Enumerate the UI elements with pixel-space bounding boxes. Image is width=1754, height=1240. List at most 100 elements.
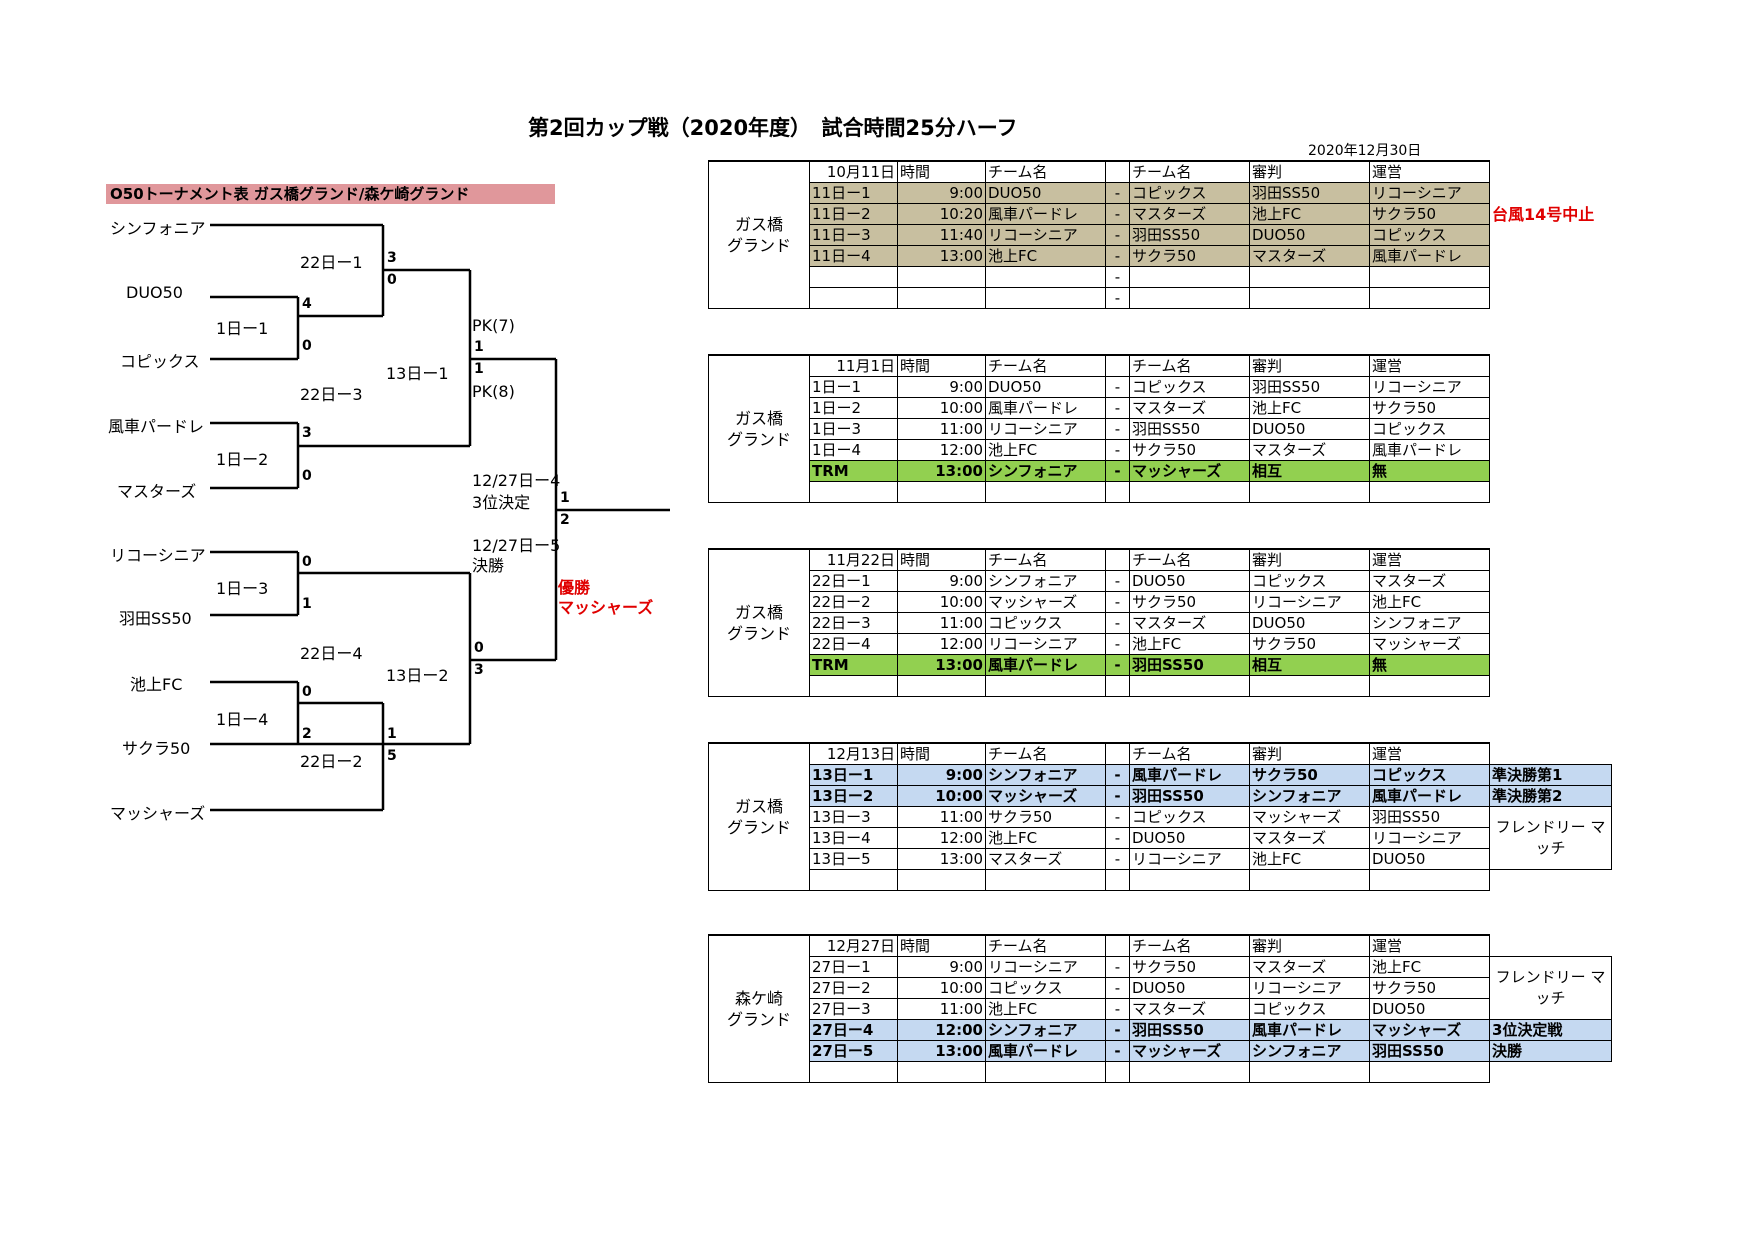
cell-team2: 羽田SS50 [1129, 418, 1250, 440]
cell-team1: 風車パードレ [985, 654, 1106, 676]
tournament-bracket [210, 223, 670, 812]
blank-cell [1490, 161, 1610, 183]
cell-time: 10:00 [897, 785, 986, 807]
column-header [1105, 742, 1130, 765]
column-header: 審判 [1249, 934, 1370, 957]
cell-team1 [985, 675, 1106, 697]
cell-dash [1105, 869, 1130, 891]
cell-team2: DUO50 [1129, 570, 1250, 592]
cell-team2 [1129, 869, 1250, 891]
cell-team1: DUO50 [985, 376, 1106, 398]
cell-time: 13:00 [897, 848, 986, 870]
cell-time: 12:00 [897, 439, 986, 461]
team-duo50: DUO50 [126, 283, 183, 302]
cell-team1: 風車パードレ [985, 203, 1106, 225]
cell-ref: DUO50 [1249, 612, 1370, 634]
blank-cell [1490, 935, 1612, 957]
cell-time [897, 481, 986, 503]
cell-op: 無 [1369, 654, 1490, 676]
column-header: 審判 [1249, 548, 1370, 571]
cell-time: 11:00 [897, 418, 986, 440]
cell-op: DUO50 [1369, 998, 1490, 1020]
cell-id: 1日ー1 [809, 376, 898, 398]
cell-op [1369, 869, 1490, 891]
cell-team1: リコーシニア [985, 224, 1106, 246]
column-header [1105, 934, 1130, 957]
column-header: 時間 [897, 934, 986, 957]
cell-team2: サクラ50 [1129, 439, 1250, 461]
score: 0 [302, 338, 312, 354]
cell-ref: 風車パードレ [1249, 1019, 1370, 1041]
table-row [709, 869, 1612, 891]
cell-op [1369, 266, 1490, 288]
cell-dash: - [1105, 848, 1130, 870]
cell-op [1369, 481, 1490, 503]
cell-dash: - [1105, 612, 1130, 634]
champion-label: 優勝 [558, 578, 591, 597]
cell-time [897, 869, 986, 891]
cell-team1: DUO50 [985, 182, 1106, 204]
cell-team2: コピックス [1129, 806, 1250, 828]
cell-id: 11日ー3 [809, 224, 898, 246]
friendly-match-note: フレンドリー マッチ [1489, 806, 1612, 870]
cell-id: 1日ー4 [809, 439, 898, 461]
cell-id: 11日ー4 [809, 245, 898, 267]
team-haneda-ss50: 羽田SS50 [119, 609, 192, 628]
cell-time: 10:00 [897, 397, 986, 419]
cell-op: サクラ50 [1369, 203, 1490, 225]
cell-ref: サクラ50 [1249, 633, 1370, 655]
cell-ref: DUO50 [1249, 418, 1370, 440]
label-third-place: 3位決定 [472, 493, 531, 512]
cell-ref [1249, 869, 1370, 891]
label-13-1: 13日ー1 [386, 364, 449, 383]
cell-dash: - [1105, 182, 1130, 204]
cell-id: 27日ー2 [809, 977, 898, 999]
page-title: 第2回カップ戦（2020年度） 試合時間25分ハーフ [528, 116, 1018, 140]
cell-dash: - [1105, 376, 1130, 398]
champion-team: マッシャーズ [558, 598, 654, 617]
cell-team1: コピックス [985, 977, 1106, 999]
cell-ref: 羽田SS50 [1249, 376, 1370, 398]
label-22-3: 22日ー3 [300, 385, 363, 404]
score: 0 [302, 468, 312, 484]
cell-id: 27日ー1 [809, 956, 898, 978]
cell-ref [1249, 1061, 1370, 1083]
cell-time: 10:00 [897, 977, 986, 999]
cell-dash: - [1105, 764, 1130, 786]
table-row [709, 481, 1490, 503]
cell-team2: DUO50 [1129, 827, 1250, 849]
score: 0 [387, 272, 397, 288]
column-header: チーム名 [985, 934, 1106, 957]
cell-team2: 羽田SS50 [1129, 1019, 1250, 1041]
venue-cell: ガス橋 グランド [708, 742, 810, 891]
cell-ref: マッシャーズ [1249, 806, 1370, 828]
column-header [1105, 354, 1130, 377]
cell-op: シンフォニア [1369, 612, 1490, 634]
cell-time [897, 287, 986, 309]
cell-id [809, 481, 898, 503]
cell-ref: 相互 [1249, 654, 1370, 676]
cell-id: 22日ー3 [809, 612, 898, 634]
cell-ref [1249, 266, 1370, 288]
column-header [1105, 548, 1130, 571]
venue-cell: 森ケ崎 グランド [708, 934, 810, 1083]
cell-id [809, 1061, 898, 1083]
cell-team2: サクラ50 [1129, 591, 1250, 613]
cell-team2: コピックス [1129, 376, 1250, 398]
column-header: 運営 [1369, 354, 1490, 377]
cell-dash: - [1105, 633, 1130, 655]
cell-ref: 羽田SS50 [1249, 182, 1370, 204]
cell-team1: 風車パードレ [985, 1040, 1106, 1062]
column-header: チーム名 [1129, 934, 1250, 957]
cell-team2 [1129, 266, 1250, 288]
cell-dash: - [1105, 397, 1130, 419]
score: 4 [302, 296, 312, 312]
column-header [1105, 160, 1130, 183]
